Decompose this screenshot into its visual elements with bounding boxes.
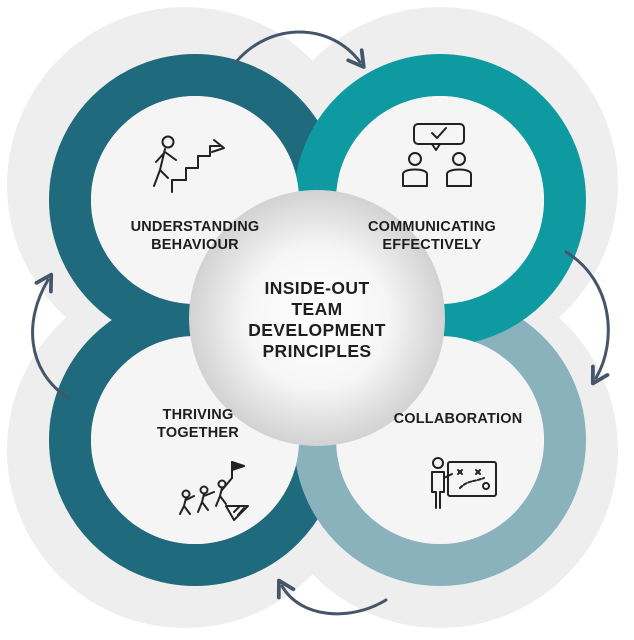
- arrow-left: [31, 272, 70, 400]
- arrow-bottom: [276, 578, 388, 616]
- climbing-stairs-icon: [153, 135, 225, 193]
- team-climb-icon: [179, 461, 249, 521]
- arrow-right: [564, 250, 610, 386]
- center-title: INSIDE-OUT TEAM DEVELOPMENT PRINCIPLES: [248, 278, 386, 361]
- understanding-behaviour-label: UNDERSTANDING BEHAVIOUR: [130, 219, 260, 253]
- center-disc: [189, 190, 445, 446]
- communicating-effectively-label: COMMUNICATING EFFECTIVELY: [368, 219, 496, 253]
- cycle-arrows: [31, 30, 610, 616]
- conversation-icon: [402, 123, 472, 187]
- arrow-top: [234, 30, 366, 69]
- strategy-board-icon: [431, 457, 497, 509]
- thriving-together-label: THRIVING TOGETHER: [157, 407, 239, 441]
- collaboration-label: COLLABORATION: [393, 411, 523, 427]
